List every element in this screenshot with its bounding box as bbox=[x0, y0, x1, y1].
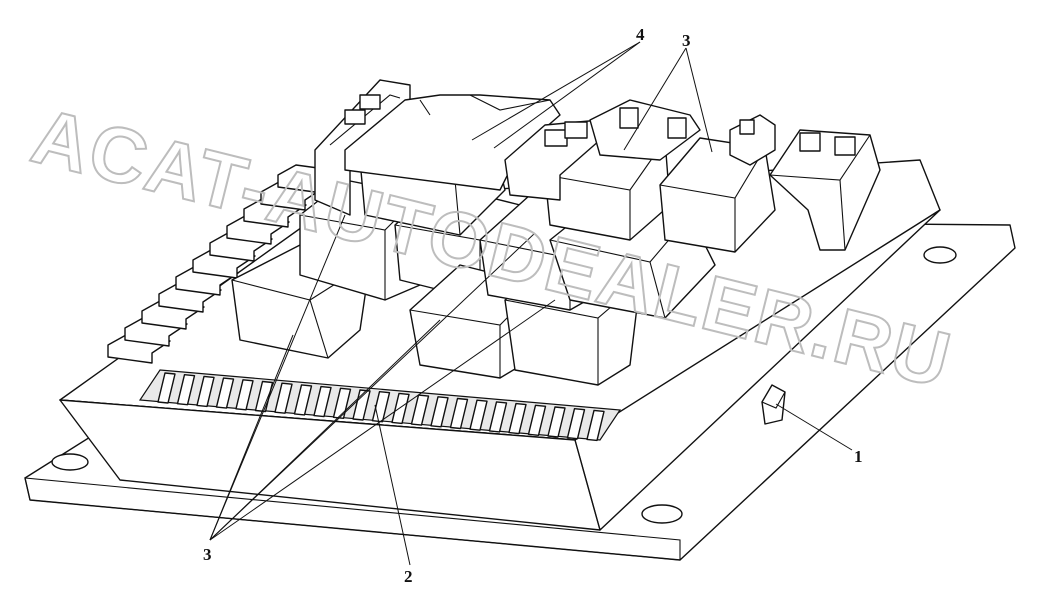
leader-lines bbox=[209, 41, 853, 566]
fuse-row-left bbox=[107, 164, 341, 364]
terminal-pin bbox=[215, 377, 235, 409]
terminal-pin bbox=[176, 374, 196, 406]
terminal-pin bbox=[527, 404, 547, 436]
terminal-pin bbox=[313, 385, 332, 418]
callouts: 4 3 1 2 3 bbox=[203, 25, 863, 586]
leader-4-b bbox=[493, 41, 641, 149]
terminal-pin bbox=[566, 408, 586, 440]
terminal-pin bbox=[235, 379, 254, 411]
leader-3-f bbox=[209, 232, 536, 541]
terminal-pin bbox=[469, 399, 488, 431]
connector-right bbox=[589, 99, 701, 161]
connector-center-right bbox=[504, 119, 601, 201]
leader-4-a bbox=[471, 41, 641, 141]
callout-4: 4 bbox=[636, 25, 645, 44]
terminal-pin bbox=[449, 397, 469, 430]
callout-3-bottom: 3 bbox=[203, 545, 212, 564]
terminal-strip bbox=[138, 369, 622, 442]
terminal-pin bbox=[332, 387, 352, 419]
leader-1 bbox=[775, 403, 853, 451]
terminal-pin bbox=[391, 392, 410, 425]
leader-3-d bbox=[209, 214, 346, 541]
callout-3-top: 3 bbox=[682, 31, 691, 50]
terminal-pin bbox=[547, 406, 566, 438]
callout-2: 2 bbox=[404, 567, 413, 586]
terminal-pin bbox=[274, 382, 293, 414]
leader-3-b bbox=[685, 47, 713, 153]
terminal-pin bbox=[254, 380, 274, 413]
connector-far-right bbox=[769, 129, 881, 251]
leader-2 bbox=[374, 404, 411, 566]
terminal-pin bbox=[410, 394, 430, 426]
terminal-pin bbox=[586, 409, 605, 442]
mounting-hole-left bbox=[51, 453, 89, 471]
leader-3-a bbox=[623, 47, 687, 151]
mounting-hole-right bbox=[923, 246, 957, 264]
terminal-pin bbox=[508, 402, 527, 435]
relay-top-right-b bbox=[659, 137, 776, 253]
terminal-pin bbox=[157, 372, 176, 404]
connector-group bbox=[314, 79, 881, 251]
terminal-pin bbox=[196, 375, 215, 408]
side-socket bbox=[761, 384, 786, 425]
mounting-hole-bottom bbox=[641, 504, 683, 524]
leader-3-g bbox=[209, 299, 556, 541]
relay-group bbox=[231, 114, 776, 386]
connector-right-small bbox=[729, 114, 776, 166]
callout-1: 1 bbox=[854, 447, 863, 466]
terminal-pin bbox=[293, 384, 313, 416]
terminal-pin bbox=[488, 401, 508, 433]
terminal-pin bbox=[430, 396, 449, 428]
